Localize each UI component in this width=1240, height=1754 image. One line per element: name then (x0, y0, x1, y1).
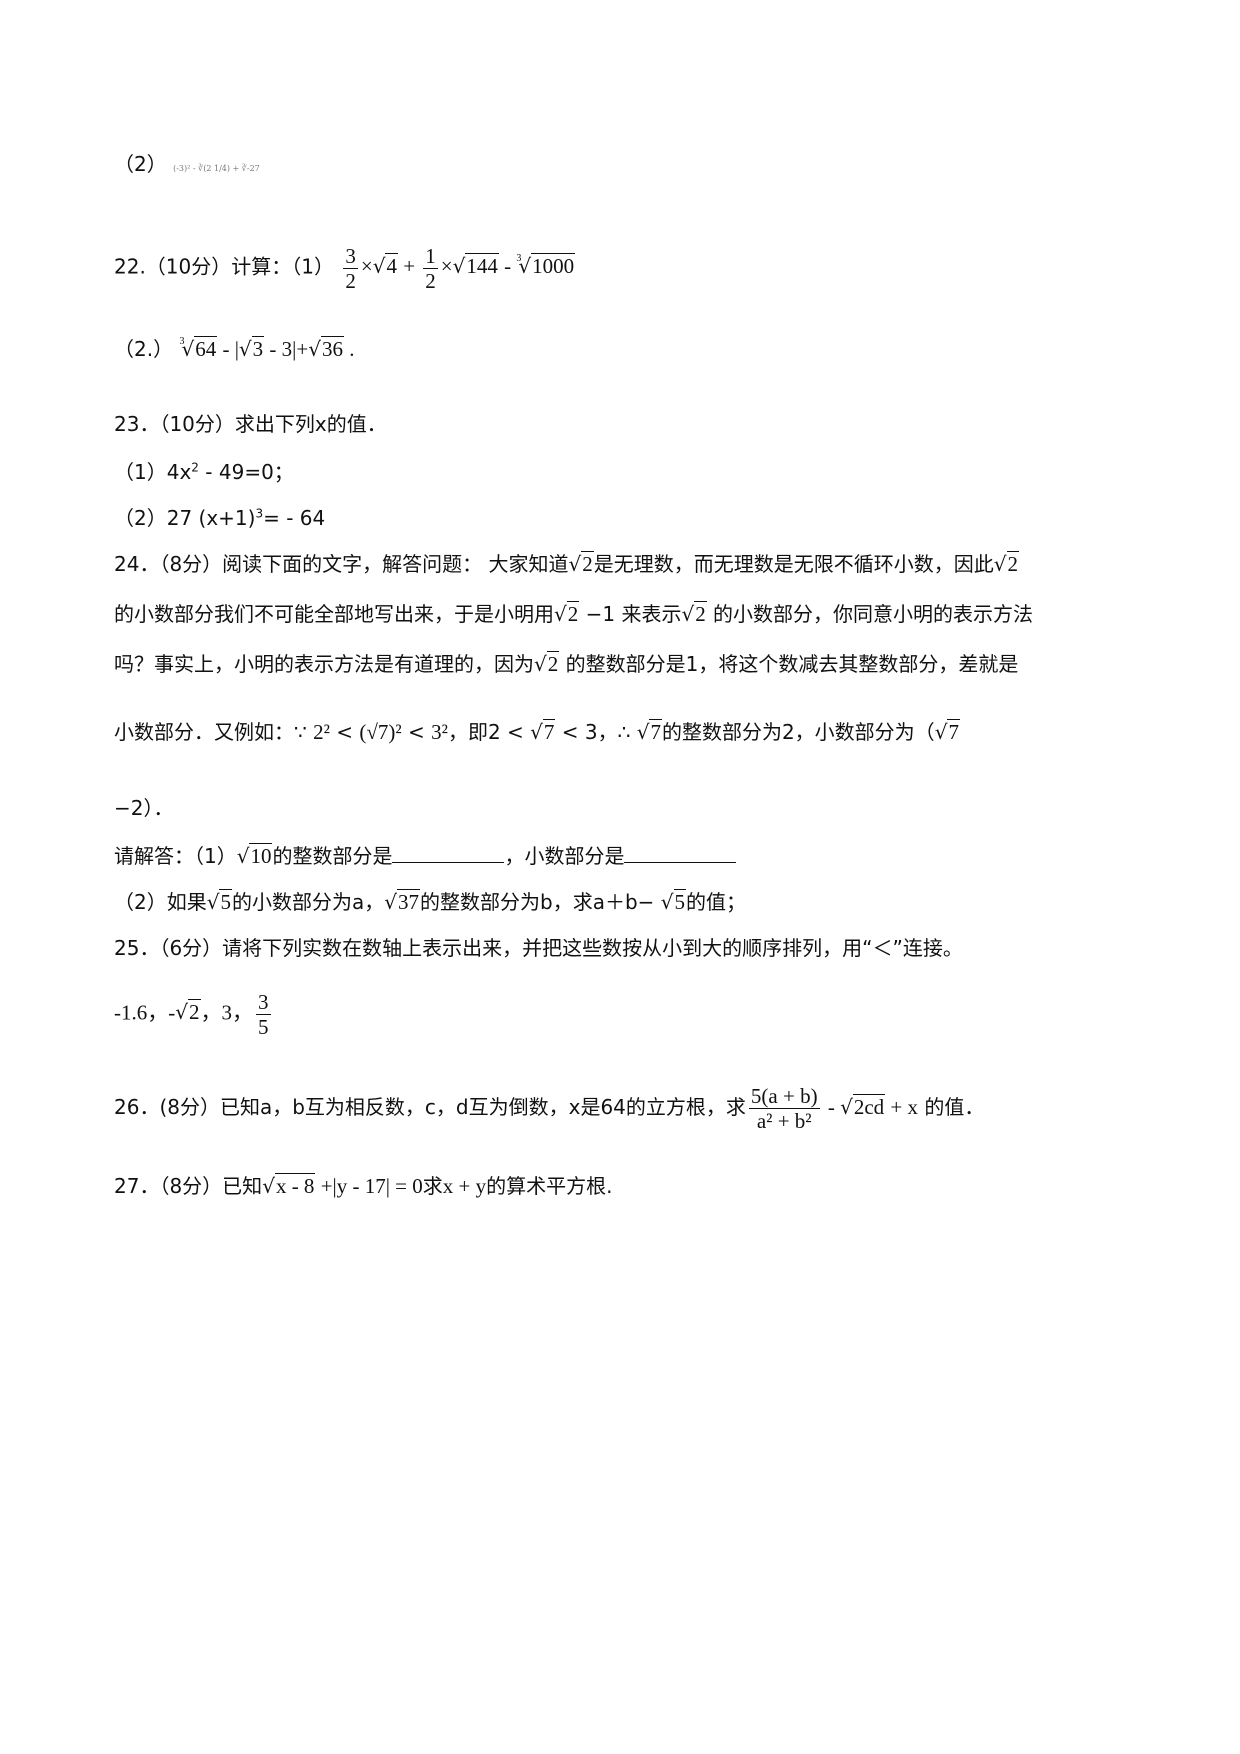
cbrt-1000: 3√1000 (516, 253, 576, 279)
three-squared: 3² (431, 720, 448, 744)
q21-part2-label: （2） (114, 152, 167, 176)
q24-question1: 请解答：（1）√10的整数部分是，小数部分是 (114, 843, 737, 869)
q21-part2: （2） (-3)² - ∛(2 1/4) + ∛-27 (114, 152, 260, 176)
sqrt7-squared: (√7)² (359, 720, 402, 744)
q22-header: 22.（10分）计算：（1） (114, 254, 334, 279)
fraction-expression: 5(a + b)a² + b² (748, 1084, 820, 1134)
sqrt-2cd: √2cd (840, 1094, 886, 1120)
two-squared: 2² (313, 720, 330, 744)
q24-line2: 的小数部分我们不可能全部地写出来，于是小明用√2 −1 来表示√2 的小数部分，… (114, 601, 1034, 626)
sqrt-2: √2 (568, 551, 594, 576)
sqrt-36: √36 (308, 336, 344, 361)
q24-line1: 24．（8分）阅读下面的文字，解答问题： 大家知道√2是无理数，而无理数是无限不… (114, 551, 1020, 576)
q27-line: 27．（8分）已知√x - 8 +|y - 17| = 0求x + y的算术平方… (114, 1173, 613, 1198)
sqrt-2: √2 (554, 601, 580, 626)
q24-line5: −2）． (114, 796, 174, 820)
sqrt-2: √2 (175, 999, 201, 1025)
sqrt-2: √2 (681, 601, 707, 626)
sqrt-7: √7 (636, 719, 662, 744)
answer-blank[interactable] (392, 844, 505, 863)
sqrt-10: √10 (236, 843, 273, 868)
sqrt-7: √7 (530, 719, 556, 744)
sqrt-3: √3 (238, 336, 265, 361)
q24-question2: （2）如果√5的小数部分为a，√37的整数部分为b，求a＋b− √5的值； (114, 889, 747, 914)
q23-part2: （2）27 (x+1)3= - 64 (114, 506, 326, 530)
sqrt-5: √5 (206, 889, 232, 914)
q23-header: 23．（10分）求出下列x的值． (114, 412, 387, 436)
q24-line3: 吗？事实上，小明的表示方法是有道理的，因为√2 的整数部分是1，将这个数减去其整… (114, 651, 1019, 676)
sqrt-2: √2 (993, 551, 1020, 576)
sqrt-2: √2 (534, 651, 560, 676)
cbrt-64: 3√64 (179, 336, 218, 361)
q23-part1: （1）4x2 - 49=0； (114, 460, 294, 484)
q22-part2-label: （2.） (114, 337, 174, 361)
sqrt-37: √37 (384, 889, 420, 914)
q21-part2-expression: (-3)² - ∛(2 1/4) + ∛-27 (173, 164, 260, 173)
sqrt-x-minus-8: √x - 8 (262, 1173, 316, 1198)
answer-blank[interactable] (624, 844, 737, 863)
sqrt-4: √4 (372, 253, 398, 279)
sqrt-144: √144 (452, 253, 499, 279)
sqrt-5: √5 (660, 889, 687, 914)
q25-header: 25．（6分）请将下列实数在数轴上表示出来，并把这些数按从小到大的顺序排列，用“… (114, 936, 963, 960)
sqrt-7: √7 (934, 719, 960, 744)
q22-part2-expression: 3√64 - |√3 - 3|+√36 . (179, 336, 355, 361)
q22-part2-line: （2.） 3√64 - |√3 - 3|+√36 . (114, 336, 354, 362)
q24-line4: 小数部分．又例如：∵ 2² < (√7)² < 3²，即2 < √7 < 3，∴… (114, 719, 960, 744)
